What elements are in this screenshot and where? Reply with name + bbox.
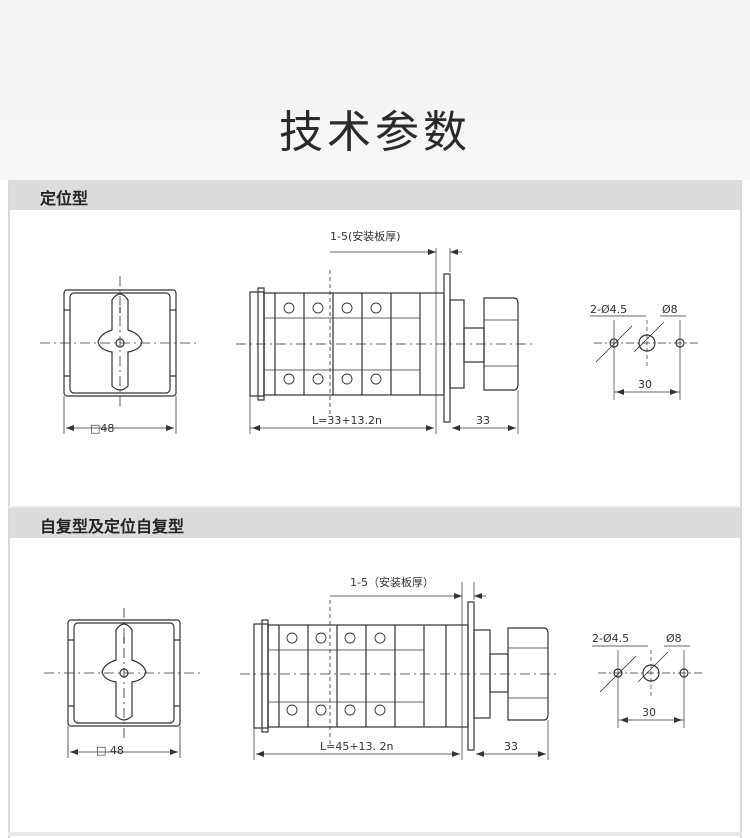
drawing-positioning-type: □48 1-5(安装板厚) L=33+13.2n 33 2-Ø4.5 Ø8 30 [40, 229, 700, 435]
panel-cutout-view [590, 315, 700, 400]
hole-spacing-label: 30 [642, 706, 656, 719]
section-title: 自复型及定位自复型 [40, 517, 185, 536]
depth-label: 33 [476, 414, 490, 427]
panel-size-label: □ 48 [96, 744, 124, 757]
title-banner [0, 0, 750, 180]
center-hole-label: Ø8 [666, 632, 682, 645]
panel-cutout-view [592, 645, 704, 728]
side-view [240, 582, 560, 760]
section-frame-1 [8, 180, 742, 508]
depth-label: 33 [504, 740, 518, 753]
front-view [40, 276, 198, 434]
mounting-thickness-label: 1-5（安装板厚） [350, 575, 434, 589]
hole-spacing-label: 30 [638, 378, 652, 391]
mounting-holes-label: 2-Ø4.5 [592, 632, 629, 645]
side-view [236, 248, 534, 434]
section-divider [8, 832, 742, 836]
front-view [44, 608, 202, 758]
mounting-holes-label: 2-Ø4.5 [590, 303, 627, 316]
section-header-1: 定位型 [10, 180, 740, 210]
section-title: 定位型 [40, 189, 89, 208]
center-hole-label: Ø8 [662, 303, 678, 316]
panel-size-label: □48 [90, 422, 114, 435]
section-header-2: 自复型及定位自复型 [10, 508, 740, 538]
page-title: 技术参数 [279, 107, 471, 158]
mounting-thickness-label: 1-5(安装板厚) [330, 229, 401, 243]
drawing-spring-return-type: □ 48 1-5（安装板厚） L=45+13. 2n 33 2-Ø4.5 Ø8 … [44, 575, 704, 760]
length-formula-label: L=45+13. 2n [320, 740, 394, 753]
length-formula-label: L=33+13.2n [312, 414, 382, 427]
